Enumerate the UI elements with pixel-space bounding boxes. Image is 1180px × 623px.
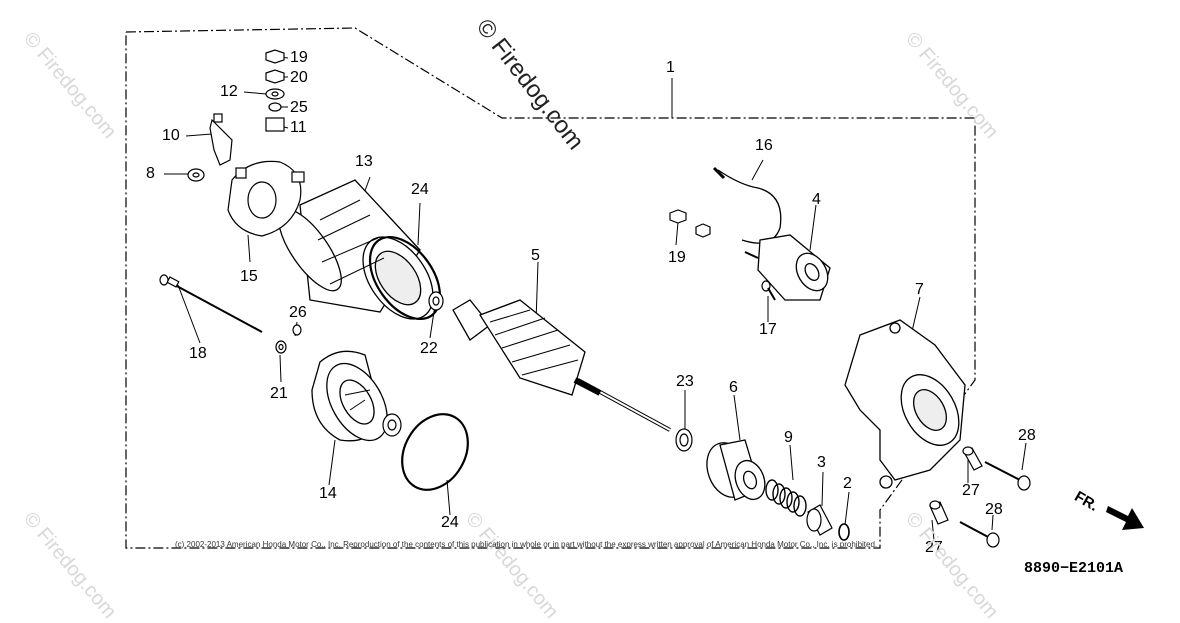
leader-lines xyxy=(164,56,1027,541)
callout-24-upper: 24 xyxy=(411,181,429,198)
front-bracket-part-7 xyxy=(844,319,966,489)
spring-part-9 xyxy=(765,479,807,517)
callout-26: 26 xyxy=(289,304,307,321)
callout-22: 22 xyxy=(420,340,438,357)
callout-12: 12 xyxy=(220,83,238,100)
o-ring-part-24-lower xyxy=(401,413,469,491)
pinion-clutch-part-6 xyxy=(706,439,766,501)
bolt-part-28-upper xyxy=(984,461,1031,491)
callout-7: 7 xyxy=(915,281,924,298)
callout-8: 8 xyxy=(146,165,155,182)
diagram-artwork xyxy=(125,27,1031,549)
terminal-part-10 xyxy=(209,113,233,166)
yoke-part-13 xyxy=(278,179,434,320)
collar-part-3 xyxy=(806,504,833,536)
solenoid-part-4 xyxy=(744,234,831,301)
callout-21: 21 xyxy=(270,385,288,402)
bolt-part-28-lower xyxy=(959,521,1000,548)
cable-part-16 xyxy=(712,166,782,244)
callout-4: 4 xyxy=(812,191,821,208)
bushing xyxy=(382,413,402,437)
callout-28-upper: 28 xyxy=(1018,427,1036,444)
armature-part-5 xyxy=(452,299,671,432)
callout-1: 1 xyxy=(666,59,675,76)
callout-13: 13 xyxy=(355,153,373,170)
callout-25: 25 xyxy=(290,99,308,116)
collar-part-27-upper xyxy=(962,446,983,471)
callout-10: 10 xyxy=(162,127,180,144)
rear-cover-part-14 xyxy=(311,350,388,442)
callout-16: 16 xyxy=(755,137,773,154)
nut-part-19-solenoid xyxy=(669,209,711,238)
callout-9: 9 xyxy=(784,429,793,446)
terminal-hardware-stack xyxy=(265,49,285,132)
callout-6: 6 xyxy=(729,379,738,396)
callout-19-solenoid: 19 xyxy=(668,249,686,266)
callout-19-top: 19 xyxy=(290,49,308,66)
washer-part-23 xyxy=(675,428,693,452)
washers-part-21-26 xyxy=(275,324,302,354)
callout-27-upper: 27 xyxy=(962,482,980,499)
nut-part-8 xyxy=(187,168,205,182)
diagram-code: 8890−E2101A xyxy=(1024,560,1124,577)
washer-part-22 xyxy=(428,291,444,311)
callout-27-lower: 27 xyxy=(925,539,943,556)
callout-28-lower: 28 xyxy=(985,501,1003,518)
callout-24-lower: 24 xyxy=(441,514,459,531)
callout-18: 18 xyxy=(189,345,207,362)
front-arrow-icon xyxy=(1106,506,1144,530)
callout-23: 23 xyxy=(676,373,694,390)
callout-5: 5 xyxy=(531,247,540,264)
o-ring-part-24-upper xyxy=(368,235,442,321)
collar-part-27-lower xyxy=(929,500,949,525)
callout-15: 15 xyxy=(240,268,258,285)
copyright-notice: (c) 2002-2013 American Honda Motor Co., … xyxy=(175,540,878,549)
snap-ring-part-2 xyxy=(838,523,850,541)
callout-11: 11 xyxy=(290,119,307,136)
callout-2: 2 xyxy=(843,475,852,492)
callout-20: 20 xyxy=(290,69,308,86)
callout-3: 3 xyxy=(817,454,826,471)
brush-holder-part-15 xyxy=(227,160,305,237)
front-direction-indicator: FR. xyxy=(1072,488,1146,539)
screw-part-17 xyxy=(761,280,776,301)
parts-diagram: 1 2 3 4 5 6 7 8 9 10 11 12 13 14 15 16 1… xyxy=(19,14,1146,623)
callout-14: 14 xyxy=(319,485,337,502)
callout-17: 17 xyxy=(759,321,777,338)
assembly-outline xyxy=(125,27,976,549)
through-bolt-part-18 xyxy=(159,274,263,333)
